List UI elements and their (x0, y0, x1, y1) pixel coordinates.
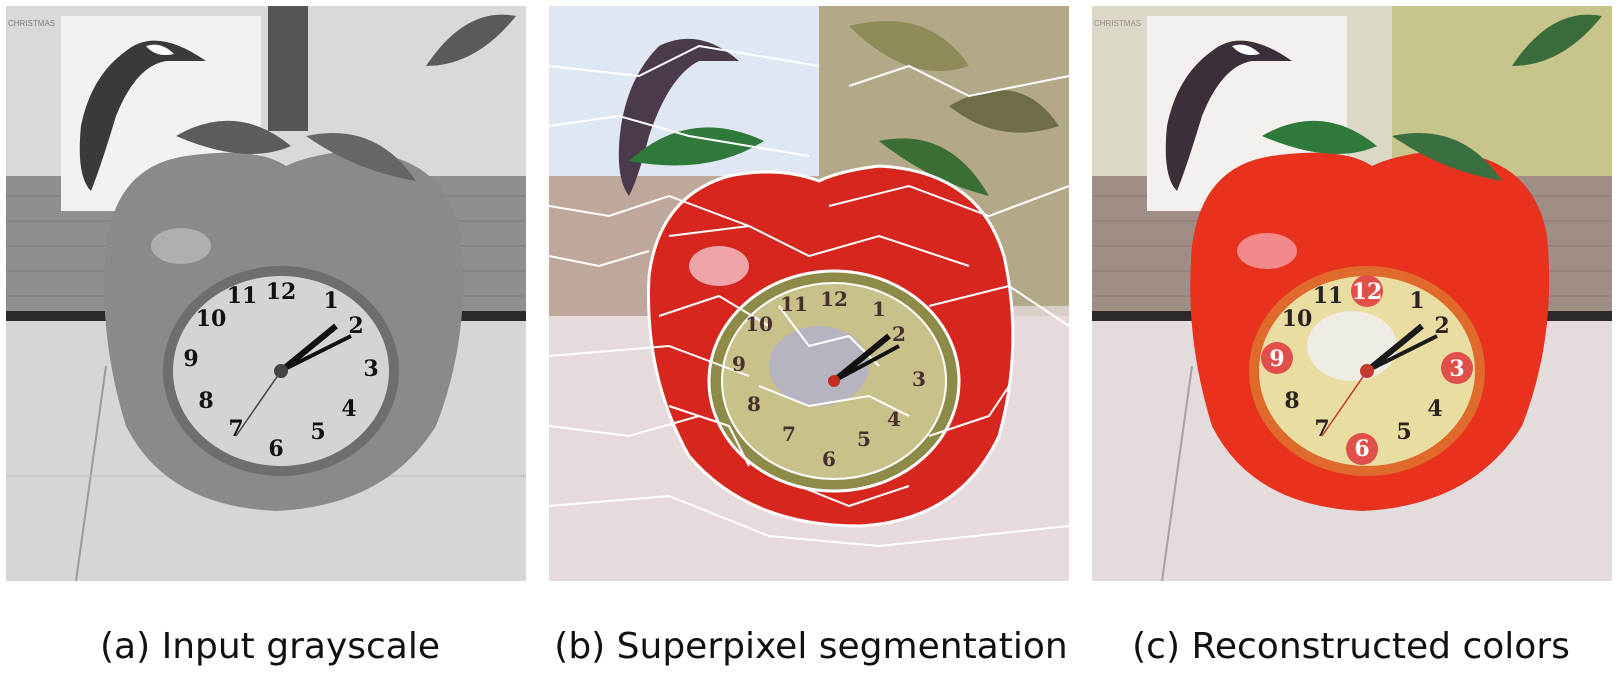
clock-number: 10 (1282, 306, 1313, 332)
clock-number: 3 (1449, 356, 1464, 382)
minute-hand (833, 344, 900, 383)
penguin (618, 38, 739, 197)
clock-number: 6 (268, 436, 283, 462)
leaf (176, 120, 291, 154)
reconstructed-colors-image: CHRISTMAS 12 1 2 3 4 5 6 7 8 9 10 11 (1092, 6, 1612, 581)
clock-number: 12 (820, 287, 848, 311)
second-hand (235, 370, 282, 437)
clock-number: 2 (1434, 313, 1449, 339)
clock-number: 12 (1352, 279, 1383, 305)
clock-number: 10 (745, 312, 773, 336)
clock-number: 11 (227, 283, 258, 309)
leaf (1262, 120, 1377, 154)
caption-reconstructed-colors: (c) Reconstructed colors (1132, 626, 1570, 667)
leaf (629, 127, 764, 166)
caption-superpixel-segmentation: (b) Superpixel segmentation (554, 626, 1068, 667)
clock-number: 3 (363, 356, 378, 382)
caption-input-grayscale: (a) Input grayscale (99, 626, 441, 667)
clock-number: 5 (1396, 419, 1411, 445)
hour-hand (832, 333, 891, 384)
grayscale-input-image: CHRISTMAS 12 1 2 3 4 5 6 7 8 9 10 11 (6, 6, 526, 581)
clock-number: 4 (341, 396, 356, 422)
hour-hand (279, 323, 338, 374)
clock-number: 1 (872, 297, 886, 321)
clock-number: 11 (780, 292, 808, 316)
second-hand (1321, 370, 1368, 437)
clock-number: 7 (782, 422, 796, 446)
clock-number: 2 (892, 322, 906, 346)
superpixel-segmentation-image: 12 1 2 3 4 5 6 7 8 9 10 11 (549, 6, 1069, 581)
clock-number: 1 (1409, 288, 1424, 314)
clock-number: 8 (198, 388, 213, 414)
clock-number: 9 (1269, 346, 1284, 372)
clock-number: 9 (732, 352, 746, 376)
plant-leaf (1512, 14, 1602, 66)
clock-number: 7 (1314, 416, 1329, 442)
clock-number: 9 (183, 346, 198, 372)
clock-number: 10 (196, 306, 227, 332)
poster-text: CHRISTMAS (8, 19, 55, 28)
clock-number: 2 (348, 313, 363, 339)
penguin (1165, 40, 1292, 191)
clock-number: 4 (887, 407, 901, 431)
poster-text: CHRISTMAS (1094, 19, 1141, 28)
clock-number: 12 (266, 279, 297, 305)
clock-number: 1 (323, 288, 338, 314)
clock-number: 8 (1284, 388, 1299, 414)
clock-number: 7 (228, 416, 243, 442)
clock-number: 4 (1427, 396, 1442, 422)
clock-number: 5 (857, 427, 871, 451)
penguin (79, 40, 206, 191)
clock-number: 11 (1313, 283, 1344, 309)
clock-number: 6 (1354, 436, 1369, 462)
hour-hand (1365, 323, 1424, 374)
minute-hand (280, 334, 352, 373)
clock-number: 6 (822, 447, 836, 471)
clock-number: 3 (912, 367, 926, 391)
clock-number: 5 (310, 419, 325, 445)
minute-hand (1366, 334, 1438, 373)
clock-number: 8 (747, 392, 761, 416)
superpixel-borders (549, 44, 1069, 548)
